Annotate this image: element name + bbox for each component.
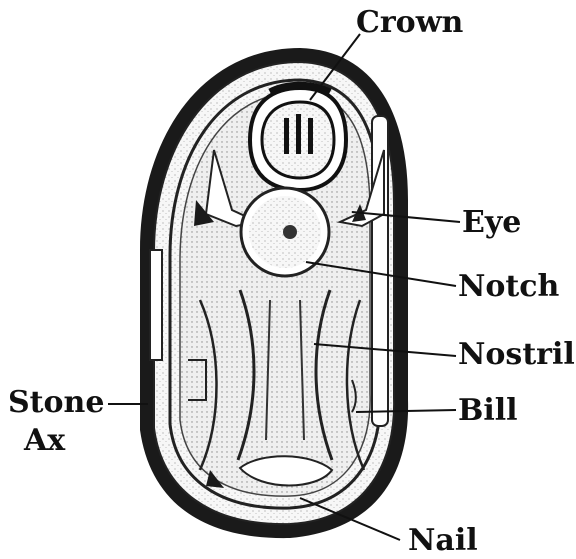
label-eye: Eye <box>462 205 521 240</box>
label-stone: Stone <box>8 385 104 420</box>
crown-motif <box>250 85 346 190</box>
label-notch: Notch <box>458 269 560 304</box>
label-ax: Ax <box>23 423 66 458</box>
label-nostril: Nostril <box>458 337 575 372</box>
label-nail: Nail <box>408 523 478 558</box>
label-crown: Crown <box>356 5 464 40</box>
label-bill: Bill <box>458 393 518 428</box>
